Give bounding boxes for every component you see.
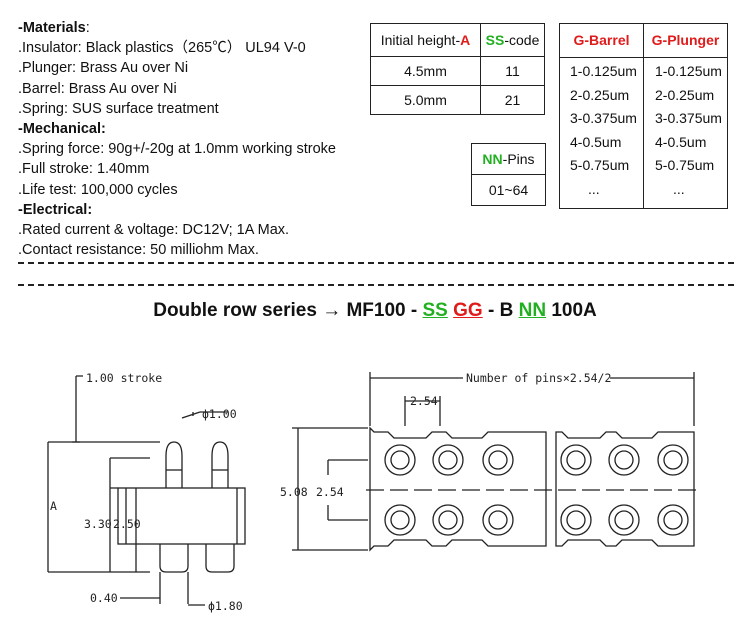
- materials-heading: -Materials:: [18, 20, 90, 36]
- pin-hole: [432, 444, 464, 476]
- dim-040-label: 0.40: [90, 591, 118, 605]
- pin-hole: [384, 504, 416, 536]
- spec-full-stroke: .Full stroke: 1.40mm: [18, 161, 150, 178]
- pin-hole: [560, 444, 592, 476]
- plunger-item: 2-0.25um: [655, 86, 715, 103]
- plunger-item: 5-0.75um: [655, 157, 715, 174]
- side-view-drawing: 1.00 stroke ϕ1.00 A 3.30 2.50 0.40 ϕ1.80: [47, 371, 246, 613]
- pin-hole: [432, 504, 464, 536]
- plunger-item: 1-0.125um: [655, 63, 722, 79]
- spec-contact-resistance: .Contact resistance: 50 milliohm Max.: [18, 242, 259, 259]
- pin-hole: [384, 444, 416, 476]
- title-suffix: 100A: [551, 300, 597, 321]
- g-barrel-list: 1-0.125um 2-0.25um 3-0.375um 4-0.5um 5-0…: [570, 60, 637, 202]
- overall-length-label: Number of pins×2.54/2: [466, 371, 611, 385]
- pin-hole: [482, 444, 514, 476]
- dia-bottom-label: ϕ1.80: [208, 599, 243, 613]
- spec-spring-force: .Spring force: 90g+/-20g at 1.0mm workin…: [18, 141, 336, 158]
- pins-value: 01~64: [471, 174, 546, 206]
- height-header: Initial height-A: [370, 23, 481, 57]
- pin-hole: [657, 504, 689, 536]
- stroke-label: 1.00 stroke: [86, 371, 162, 385]
- specs-block: -Materials: .Insulator: Black plastics（2…: [18, 18, 336, 260]
- barrel-item: 5-0.75um: [570, 157, 630, 174]
- spec-barrel: .Barrel: Brass Au over Ni: [18, 80, 177, 97]
- barrel-item: 2-0.25um: [570, 86, 630, 103]
- barrel-item: 3-0.375um: [570, 110, 637, 127]
- pins-header: NN-Pins: [471, 143, 546, 175]
- dim-250-label: 2.50: [113, 517, 141, 531]
- spec-insulator: .Insulator: Black plastics（265℃） UL94 V-…: [18, 40, 306, 57]
- separator-bottom: [18, 284, 734, 286]
- title-prefix: Double row series: [153, 300, 317, 321]
- g-plunger-list: 1-0.125um 2-0.25um 3-0.375um 4-0.5um 5-0…: [655, 60, 722, 202]
- plating-table: G-Barrel G-Plunger 1-0.125um 2-0.25um 3-…: [559, 23, 728, 209]
- plunger-item: ...: [673, 180, 685, 197]
- dim-a-label: A: [50, 499, 57, 513]
- spec-rated: .Rated current & voltage: DC12V; 1A Max.: [18, 222, 290, 239]
- code-cell: 11: [480, 56, 545, 86]
- electrical-heading: -Electrical:: [18, 201, 93, 218]
- g-barrel-header: G-Barrel: [560, 24, 644, 57]
- barrel-item: 1-0.125um: [570, 63, 637, 79]
- mechanical-heading: -Mechanical:: [18, 121, 106, 138]
- g-plunger-header: G-Plunger: [651, 32, 720, 48]
- pitch-label: 2.54: [410, 394, 438, 408]
- plunger-item: 3-0.375um: [655, 110, 722, 127]
- arrow-icon: →: [322, 300, 342, 321]
- height-cell: 5.0mm: [370, 85, 481, 115]
- dia-top-label: ϕ1.00: [202, 407, 237, 421]
- pin-hole: [608, 444, 640, 476]
- title-ss: SS: [422, 300, 448, 321]
- title-mid: - B: [487, 300, 514, 321]
- pin-holes: [384, 444, 689, 536]
- pins-table: NN-Pins 01~64: [471, 143, 546, 206]
- top-view-drawing: Number of pins×2.54/2 2.54 5.08 2.54: [280, 371, 700, 552]
- dim-330-label: 3.30: [84, 517, 112, 531]
- barrel-item: ...: [588, 180, 600, 197]
- height-code-table: Initial height-A SS-code 4.5mm 11 5.0mm …: [370, 23, 545, 115]
- ss-code-header: SS-code: [480, 23, 545, 57]
- row-pitch-label: 2.54: [316, 485, 344, 499]
- pin-hole: [657, 444, 689, 476]
- spec-spring: .Spring: SUS surface treatment: [18, 100, 219, 117]
- title-gg: GG: [453, 300, 483, 321]
- height-cell: 4.5mm: [370, 56, 481, 86]
- title-nn: NN: [518, 300, 547, 321]
- pin-hole: [560, 504, 592, 536]
- width-label: 5.08: [280, 485, 308, 499]
- pin-hole: [608, 504, 640, 536]
- spec-life-test: .Life test: 100,000 cycles: [18, 181, 178, 198]
- barrel-item: 4-0.5um: [570, 133, 622, 150]
- plunger-item: 4-0.5um: [655, 133, 707, 150]
- separator-top: [18, 262, 734, 264]
- series-title: Double row series → MF100 - SS GG - B NN…: [0, 300, 750, 322]
- title-model: MF100 -: [346, 300, 418, 321]
- spec-plunger: .Plunger: Brass Au over Ni: [18, 60, 189, 77]
- pin-hole: [482, 504, 514, 536]
- code-cell: 21: [480, 85, 545, 115]
